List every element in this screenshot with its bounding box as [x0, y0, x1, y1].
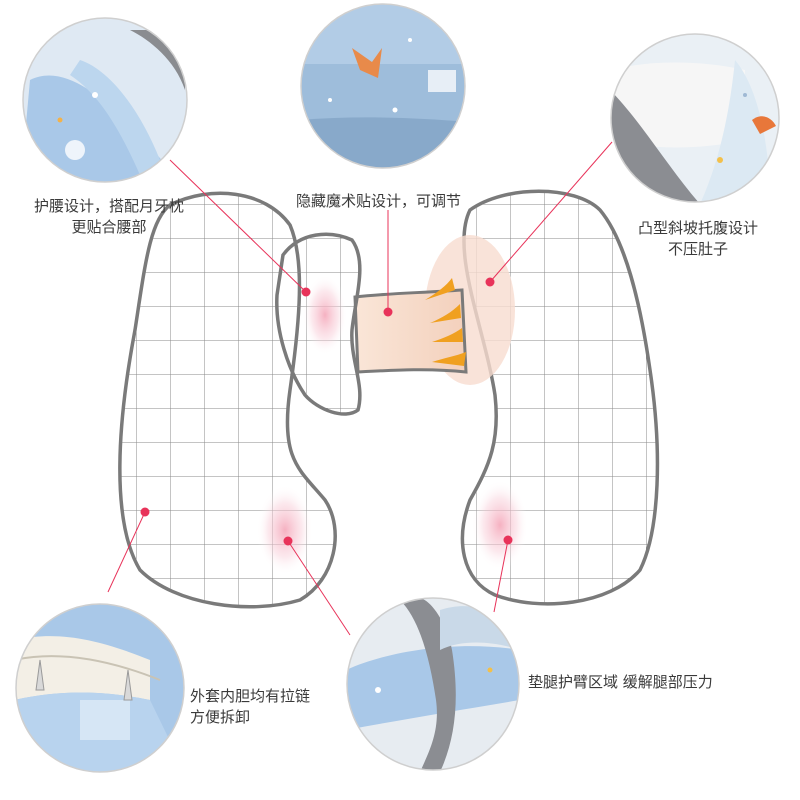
leader-lines	[107, 141, 613, 636]
arrow-icon	[425, 278, 466, 366]
velcro-strap	[353, 288, 468, 374]
caption-zipper-line1: 外套内胆均有拉链	[190, 687, 311, 705]
caption-zipper: 外套内胆均有拉链 方便拆卸	[190, 686, 310, 728]
caption-waist-line2: 更贴合腰部	[71, 218, 147, 236]
detail-circle-belly	[610, 33, 780, 203]
caption-velcro: 隐藏魔术贴设计，可调节	[296, 191, 461, 212]
marker-dot	[140, 277, 513, 546]
caption-zipper-line2: 方便拆卸	[190, 708, 251, 726]
detail-circle-zipper	[15, 603, 185, 773]
caption-leg-line1: 垫腿护臂区域 缓解腿部压力	[528, 673, 713, 691]
caption-belly: 凸型斜坡托腹设计 不压肚子	[600, 218, 796, 260]
caption-velcro-line1: 隐藏魔术贴设计，可调节	[296, 192, 462, 210]
caption-leg: 垫腿护臂区域 缓解腿部压力	[528, 672, 713, 693]
detail-circle-velcro	[300, 3, 466, 169]
caption-waist-line1: 护腰设计，搭配月牙枕	[33, 197, 184, 215]
caption-belly-line1: 凸型斜坡托腹设计	[637, 219, 758, 237]
detail-circle-leg	[346, 597, 520, 771]
caption-belly-line2: 不压肚子	[667, 240, 728, 258]
detail-circle-waist	[22, 17, 188, 183]
caption-waist: 护腰设计，搭配月牙枕 更贴合腰部	[6, 196, 212, 238]
glow-crescent	[303, 275, 347, 355]
glow-right-leg	[472, 480, 528, 570]
glow-left-leg	[257, 485, 313, 575]
